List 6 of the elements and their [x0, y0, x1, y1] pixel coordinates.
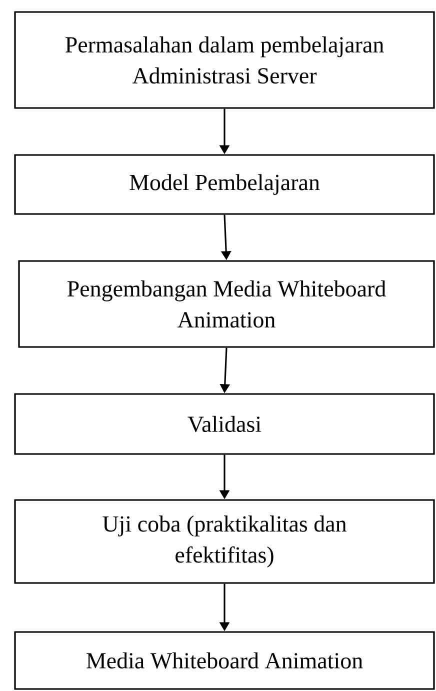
- process-box: Validasi: [14, 393, 435, 455]
- process-box: Uji coba (praktikalitas dan efektifitas): [14, 499, 435, 584]
- process-box: Pengembangan Media Whiteboard Animation: [18, 260, 435, 348]
- process-box: Permasalahan dalam pembelajaran Administrasi Server: [14, 11, 435, 109]
- process-box: Media Whiteboard Animation: [14, 631, 435, 690]
- process-box: Model Pembelajaran: [14, 154, 435, 215]
